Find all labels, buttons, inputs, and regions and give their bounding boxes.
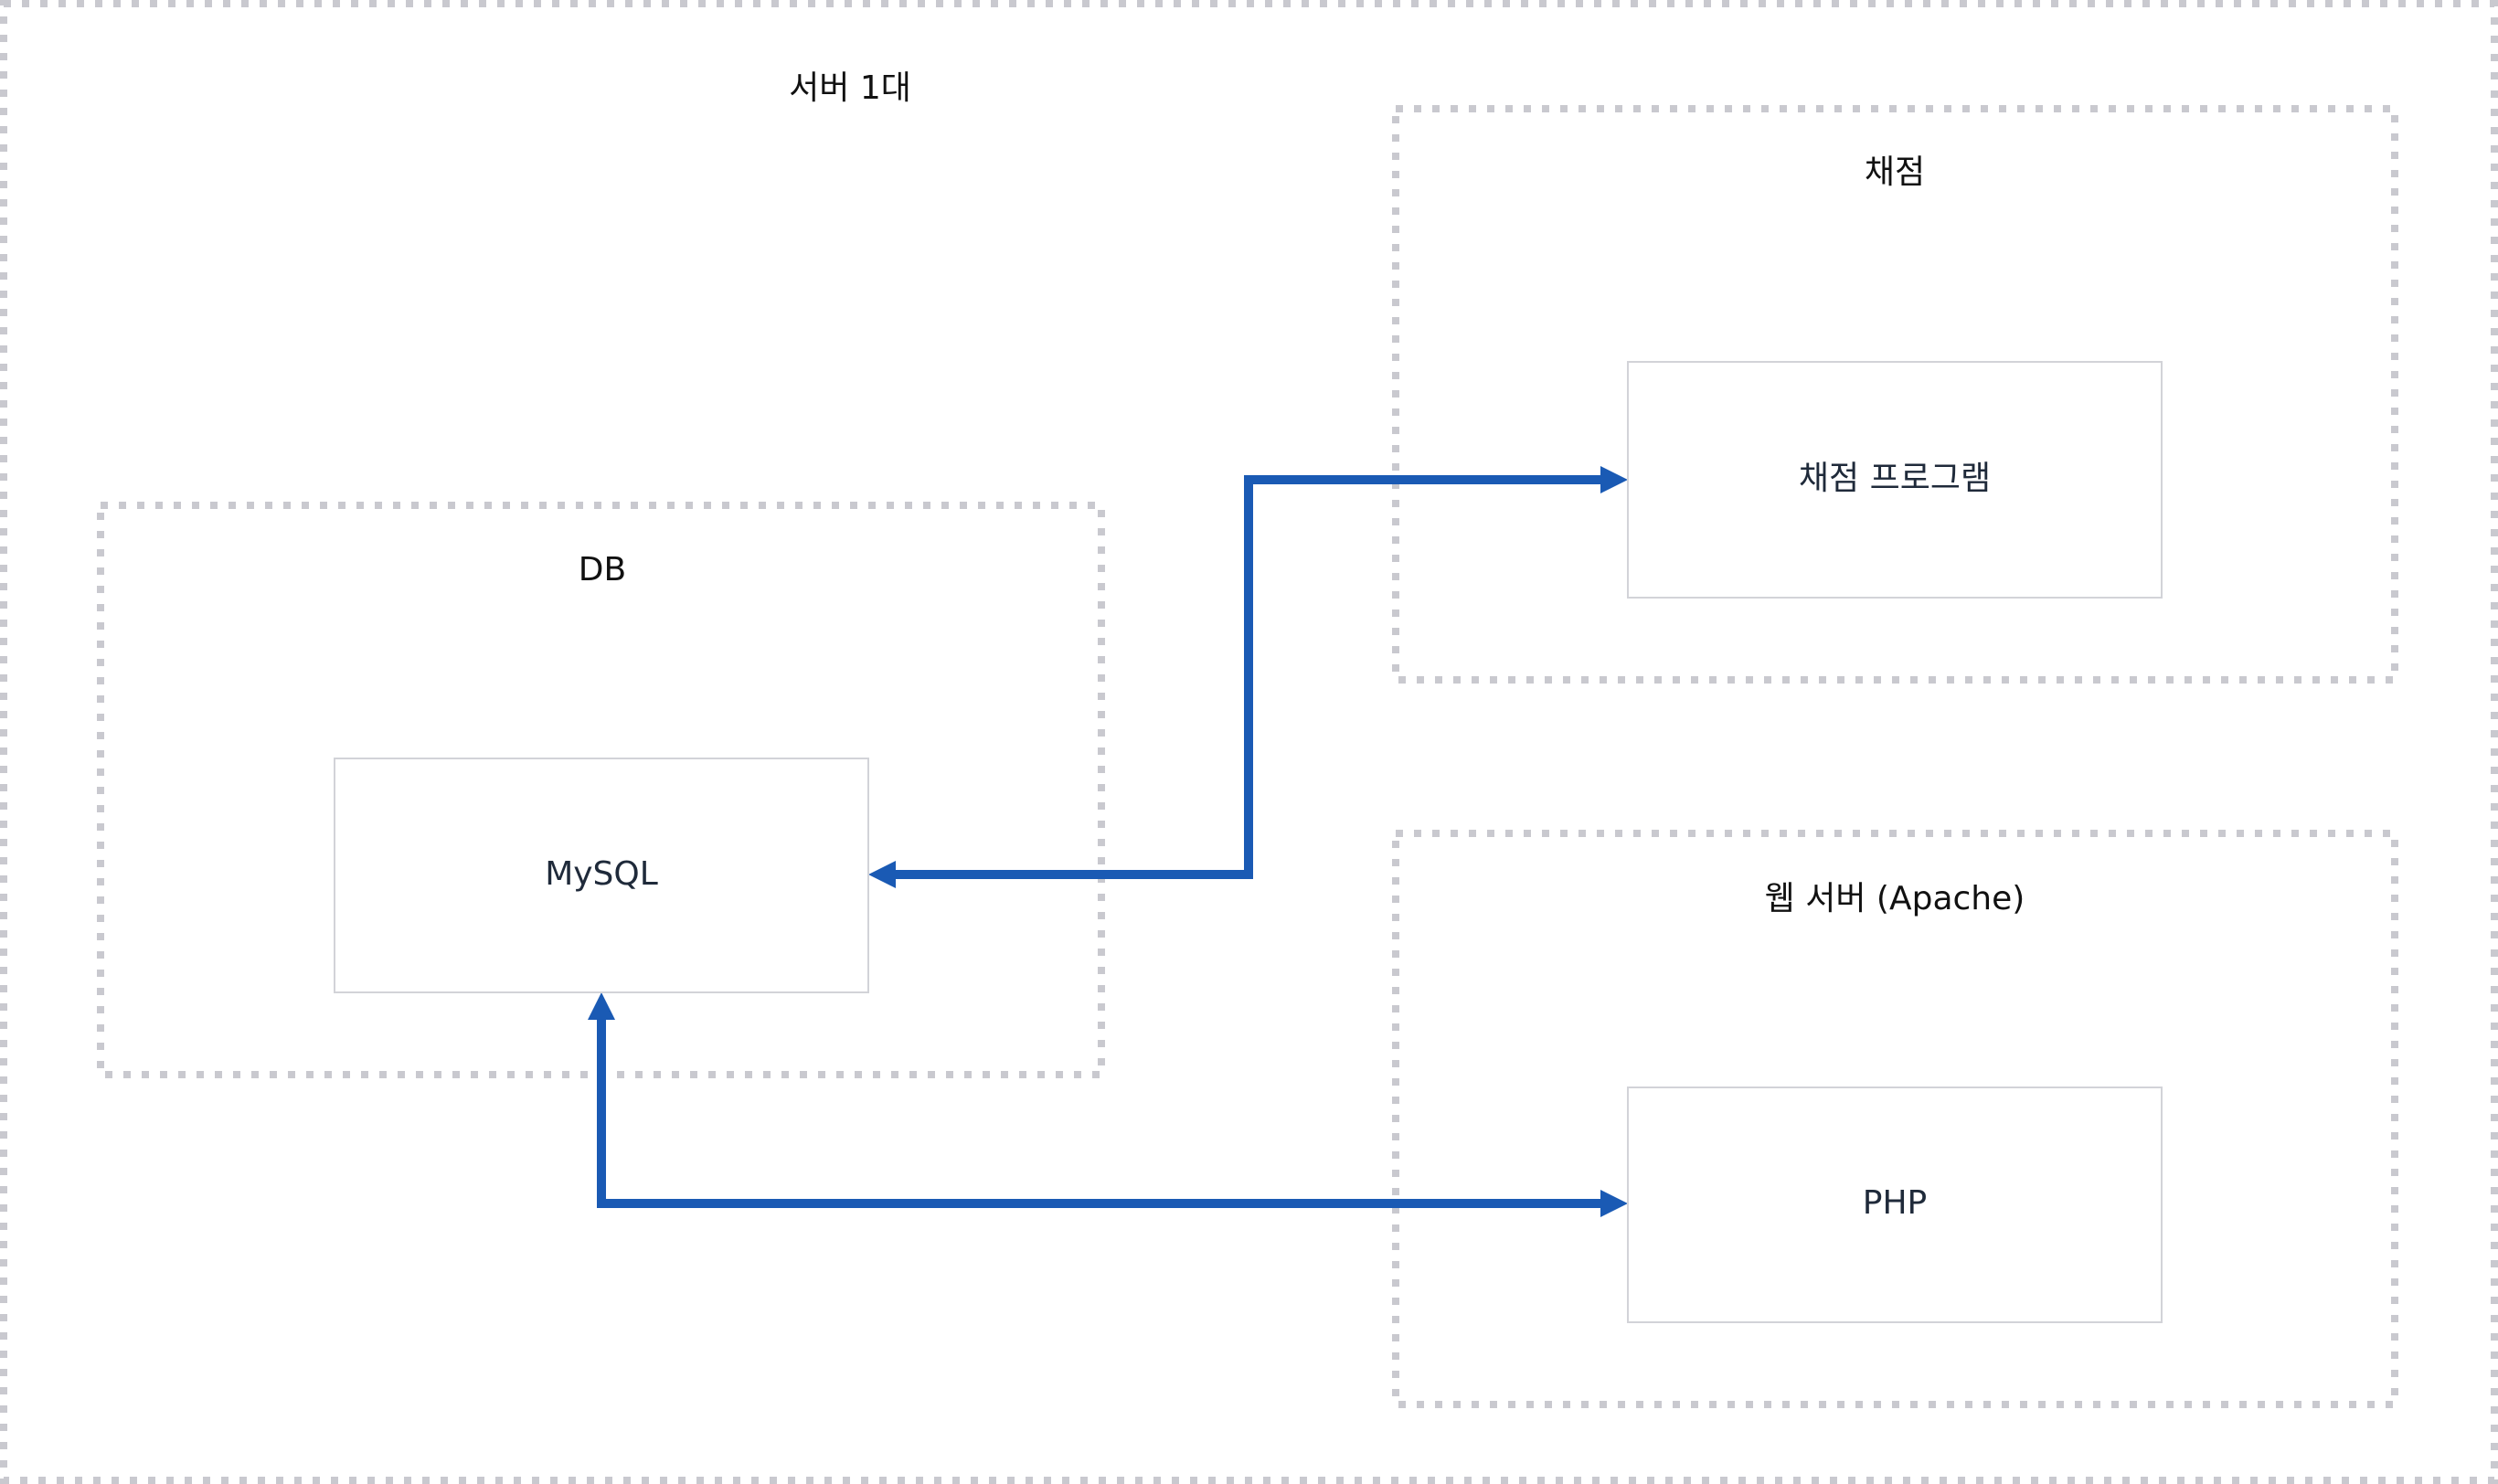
- node-mysql-label: MySQL: [545, 855, 658, 893]
- arrowhead-to-mysql-bottom: [588, 992, 615, 1020]
- node-grader-program-label: 채점 프로그램: [1799, 460, 1991, 497]
- group-grading: 채점: [1392, 105, 2398, 684]
- node-php-box[interactable]: [1627, 1086, 2163, 1323]
- group-grading-frame: [1392, 105, 2398, 684]
- node-mysql-box[interactable]: [334, 758, 869, 993]
- node-php[interactable]: PHP: [1627, 1086, 2163, 1323]
- group-db-label: DB: [579, 551, 626, 588]
- node-grader-program[interactable]: 채점 프로그램: [1627, 361, 2163, 599]
- node-mysql[interactable]: MySQL: [334, 758, 869, 993]
- node-grader-program-box[interactable]: [1627, 361, 2163, 599]
- group-web-server-label: 웹 서버 (Apache): [1765, 880, 2025, 917]
- node-php-label: PHP: [1863, 1184, 1928, 1222]
- edge-mysql-grader[interactable]: [868, 466, 1628, 888]
- edge-mysql-php[interactable]: [588, 992, 1628, 1217]
- group-web-server: 웹 서버 (Apache): [1392, 830, 2398, 1408]
- group-grading-label: 채점: [1865, 154, 1925, 191]
- edge-mysql-php-line[interactable]: [597, 1009, 1610, 1208]
- arrowhead-to-mysql: [868, 861, 896, 888]
- arrowhead-to-php: [1600, 1190, 1628, 1217]
- group-server-label: 서버 1대: [789, 69, 911, 107]
- arrowhead-to-grader: [1600, 466, 1628, 493]
- group-web-server-frame: [1392, 830, 2398, 1408]
- edge-mysql-grader-line[interactable]: [885, 475, 1610, 879]
